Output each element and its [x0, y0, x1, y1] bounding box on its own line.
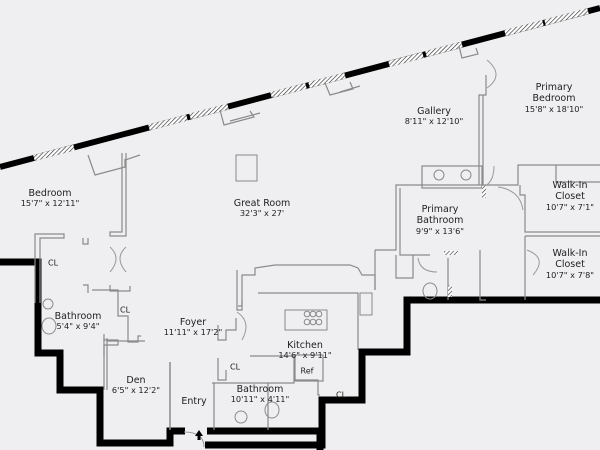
- room-dims: 15'8" x 18'10": [524, 103, 584, 114]
- room-dims: 14'6" x 9'11": [278, 350, 332, 361]
- room-name: Bedroom: [28, 188, 72, 199]
- room-label-den: Den 6'5" x 12'2": [112, 375, 160, 396]
- room-label-bedroom: Bedroom 15'7" x 12'11": [21, 188, 80, 209]
- room-label-primary-bedroom: Primary Bedroom 15'8" x 18'10": [525, 82, 584, 115]
- room-name: Bedroom: [532, 93, 576, 105]
- room-label-foyer: Foyer 11'11" x 17'2": [164, 317, 223, 338]
- room-name: Foyer: [179, 317, 207, 328]
- sink-icon: [42, 298, 54, 310]
- room-label-walk-in-closet-2: Walk-In Closet 10'7" x 7'8": [546, 248, 594, 281]
- closet-label: CL: [47, 258, 59, 268]
- room-name: Walk-In: [552, 180, 588, 191]
- island: [284, 309, 328, 331]
- room-name: Walk-In: [552, 248, 588, 259]
- room-name: Bathroom: [236, 384, 284, 395]
- room-name: Primary: [535, 82, 573, 93]
- room-label-bathroom-2: Bathroom 10'11" x 4'11": [231, 384, 290, 405]
- room-dims: 10'7" x 7'8": [545, 269, 595, 280]
- room-label-gallery: Gallery 8'11" x 12'10": [405, 106, 464, 127]
- room-dims: 6'5" x 12'2": [111, 385, 161, 396]
- room-name: Closet: [555, 259, 585, 271]
- room-label-bathroom-1: Bathroom 5'4" x 9'4": [55, 311, 102, 332]
- closet-label: CL: [119, 305, 131, 315]
- closet-label: CL: [335, 390, 347, 400]
- room-label-great-room: Great Room 32'3" x 27': [234, 198, 291, 219]
- room-label-primary-bathroom: Primary Bathroom 9'9" x 13'6": [416, 204, 464, 237]
- room-label-kitchen: Kitchen 14'6" x 9'11": [278, 340, 331, 361]
- interior-walls: [34, 45, 600, 430]
- sink-icon: [234, 410, 248, 424]
- room-dims: 8'11" x 12'10": [404, 116, 464, 127]
- cooktop-icon: [303, 310, 323, 326]
- hatched-walls: [444, 186, 486, 297]
- room-name: Closet: [555, 191, 585, 203]
- room-name: Den: [126, 375, 146, 386]
- room-name: Kitchen: [287, 340, 323, 351]
- fireplace-icon: [235, 154, 258, 182]
- room-name: Gallery: [417, 106, 451, 117]
- toilet-icon: [422, 282, 438, 300]
- exterior-window-wall: [0, 5, 600, 170]
- room-dims: 5'4" x 9'4": [56, 321, 100, 332]
- room-dims: 9'9" x 13'6": [415, 225, 465, 236]
- room-name: Bathroom: [54, 311, 102, 322]
- toilet-icon: [41, 317, 57, 335]
- room-name: Primary: [421, 204, 459, 215]
- room-dims: 10'11" x 4'11": [230, 394, 290, 405]
- kitchen-sink-icon: [359, 292, 373, 316]
- closet-label: CL: [229, 362, 241, 372]
- sink-icon: [433, 169, 445, 181]
- toilet-icon: [264, 401, 280, 419]
- sink-icon: [460, 169, 472, 181]
- room-dims: 15'7" x 12'11": [20, 198, 80, 209]
- exterior-walls: [0, 258, 600, 450]
- room-label-walk-in-closet-1: Walk-In Closet 10'7" x 7'1": [546, 180, 594, 213]
- room-name: Great Room: [233, 198, 291, 209]
- room-label-entry: Entry: [181, 396, 206, 407]
- room-dims: 32'3" x 27': [239, 208, 285, 219]
- fixtures: [41, 154, 472, 424]
- room-name: Entry: [181, 396, 207, 407]
- room-dims: 10'7" x 7'1": [545, 201, 595, 212]
- refrigerator-label: Ref: [300, 366, 314, 376]
- room-dims: 11'11" x 17'2": [163, 327, 223, 338]
- entry-arrow-icon: [195, 430, 203, 440]
- room-name: Bathroom: [416, 215, 464, 227]
